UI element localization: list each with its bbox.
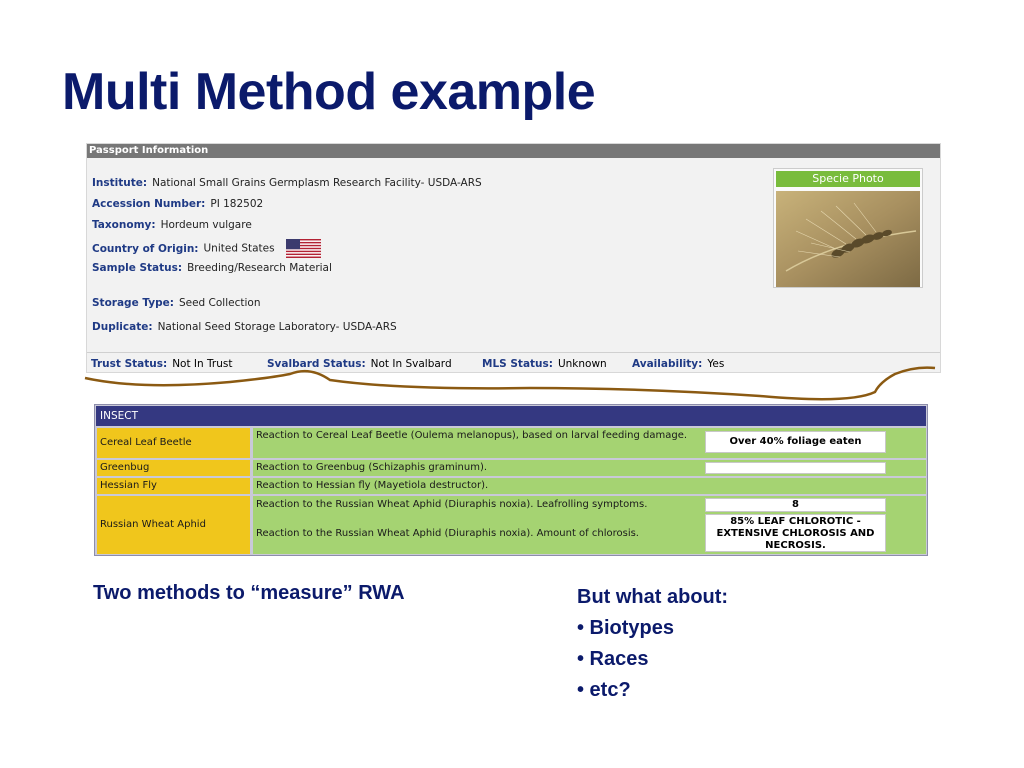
country-label: Country of Origin: — [92, 242, 199, 255]
barley-photo[interactable] — [776, 191, 920, 287]
availability: Availability: Yes — [632, 354, 724, 374]
wave-connector — [84, 366, 936, 401]
caption-right-title: But what about: — [577, 586, 729, 608]
us-flag-icon — [285, 239, 321, 258]
sample-status-label: Sample Status: — [92, 262, 183, 274]
row-russian-wheat-aphid-name: Russian Wheat Aphid — [97, 496, 250, 554]
sample-status-row: Sample Status: Breeding/Research Material — [92, 262, 332, 274]
caption-but-what-about: But what about: • Biotypes • Races • etc… — [577, 582, 728, 706]
accession-row: Accession Number: PI 182502 — [92, 198, 263, 210]
row-hessian-fly-desc: Reaction to Hessian fly (Mayetiola destr… — [253, 478, 926, 494]
accession-value: PI 182502 — [210, 198, 264, 210]
passport-header: Passport Information — [87, 144, 940, 158]
svalbard-status-label: Svalbard Status: — [267, 358, 366, 370]
accession-label: Accession Number: — [92, 198, 206, 210]
greenbug-value — [705, 462, 886, 474]
rwa-method-2-desc: Reaction to the Russian Wheat Aphid (Diu… — [256, 528, 639, 539]
row-hessian-fly-name: Hessian Fly — [97, 478, 250, 494]
rwa-method-2-value: 85% LEAF CHLOROTIC - EXTENSIVE CHLOROSIS… — [705, 514, 886, 552]
duplicate-value: National Seed Storage Laboratory- USDA-A… — [157, 321, 397, 333]
insect-table: INSECT Cereal Leaf Beetle Reaction to Ce… — [94, 404, 928, 556]
institute-row: Institute: National Small Grains Germplas… — [92, 177, 482, 189]
cereal-leaf-beetle-value: Over 40% foliage eaten — [705, 431, 886, 453]
caption-item-biotypes: • Biotypes — [577, 617, 675, 639]
trust-status: Trust Status: Not In Trust — [91, 354, 232, 374]
mls-status-value: Unknown — [557, 358, 607, 370]
svalbard-status: Svalbard Status: Not In Svalbard — [267, 354, 452, 374]
row-greenbug-name: Greenbug — [97, 460, 250, 476]
storage-type-row: Storage Type: Seed Collection — [92, 297, 260, 309]
country-value: United States — [203, 242, 275, 255]
mls-status-label: MLS Status: — [482, 358, 553, 370]
specie-photo-header: Specie Photo — [776, 171, 920, 187]
row-cereal-leaf-beetle-name: Cereal Leaf Beetle — [97, 428, 250, 458]
mls-status: MLS Status: Unknown — [482, 354, 607, 374]
caption-item-races: • Races — [577, 648, 649, 670]
storage-type-label: Storage Type: — [92, 297, 174, 309]
caption-item-etc: • etc? — [577, 679, 631, 701]
specie-photo-box: Specie Photo — [773, 168, 923, 288]
taxonomy-value: Hordeum vulgare — [160, 219, 252, 231]
cereal-leaf-beetle-desc-text: Reaction to Cereal Leaf Beetle (Oulema m… — [256, 430, 688, 441]
institute-label: Institute: — [92, 177, 148, 189]
status-bar: Trust Status: Not In Trust Svalbard Statu… — [87, 352, 940, 374]
taxonomy-row: Taxonomy: Hordeum vulgare — [92, 219, 252, 231]
svalbard-status-value: Not In Svalbard — [370, 358, 452, 370]
institute-value: National Small Grains Germplasm Research… — [152, 177, 482, 189]
sample-status-value: Breeding/Research Material — [187, 262, 332, 274]
duplicate-label: Duplicate: — [92, 321, 153, 333]
taxonomy-label: Taxonomy: — [92, 219, 156, 231]
insect-header: INSECT — [96, 406, 926, 426]
storage-type-value: Seed Collection — [178, 297, 261, 309]
availability-value: Yes — [707, 358, 725, 370]
country-row: Country of Origin: United States — [92, 239, 321, 258]
passport-panel: Passport Information Institute: National … — [86, 143, 941, 373]
trust-status-value: Not In Trust — [172, 358, 233, 370]
trust-status-label: Trust Status: — [91, 358, 168, 370]
rwa-method-1-value: 8 — [705, 498, 886, 512]
caption-two-methods: Two methods to “measure” RWA — [93, 582, 405, 604]
slide-title: Multi Method example — [62, 63, 596, 121]
rwa-method-1-desc: Reaction to the Russian Wheat Aphid (Diu… — [256, 499, 648, 510]
availability-label: Availability: — [632, 358, 703, 370]
duplicate-row: Duplicate: National Seed Storage Laborato… — [92, 321, 397, 333]
